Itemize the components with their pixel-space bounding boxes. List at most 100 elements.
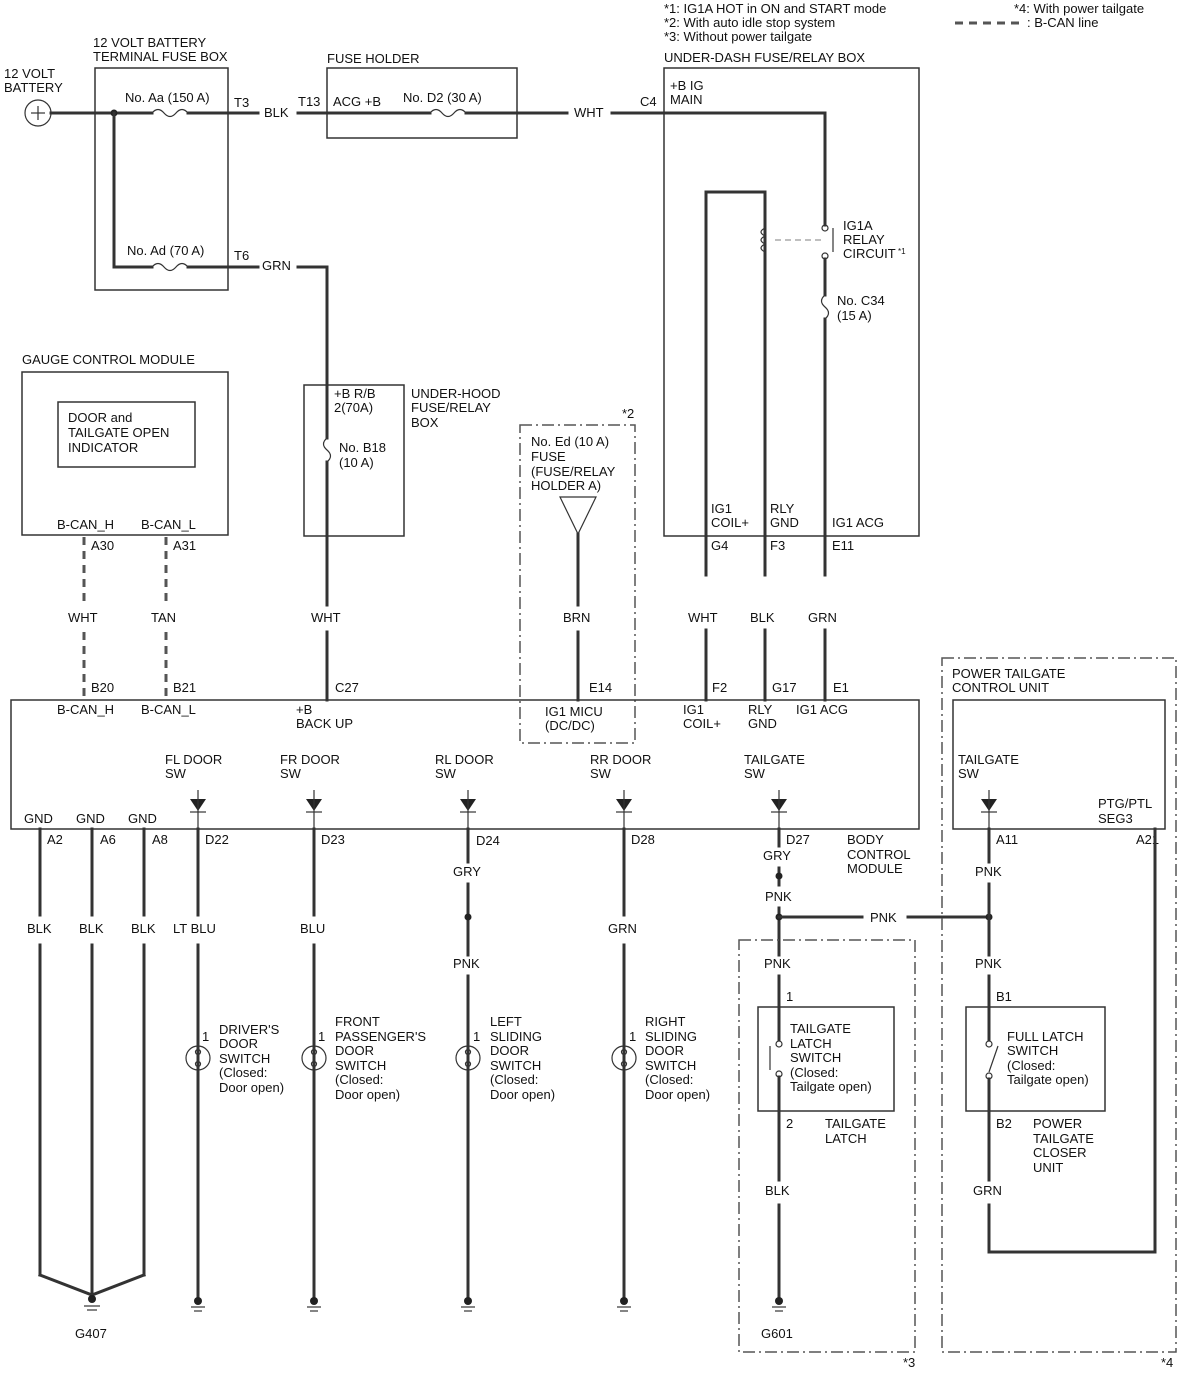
svg-text:DRIVER'S: DRIVER'S bbox=[219, 1022, 280, 1037]
wire-tan-bcanl: TAN bbox=[151, 610, 176, 625]
wire-wht-bcanh: WHT bbox=[68, 610, 98, 625]
svg-text:Door open): Door open) bbox=[219, 1080, 284, 1095]
pin-1-left-sliding: 1 bbox=[473, 1029, 480, 1044]
fuse-ed-label-2: FUSE bbox=[531, 449, 566, 464]
svg-text:LEFT: LEFT bbox=[490, 1014, 522, 1029]
wire-pnk-a11: PNK bbox=[975, 864, 1002, 879]
pin-a8: A8 bbox=[152, 832, 168, 847]
pin-1-front-pass: 1 bbox=[318, 1029, 325, 1044]
pin-1-driver: 1 bbox=[202, 1029, 209, 1044]
fuse-holder-box bbox=[326, 67, 518, 139]
bplus-ig-1: +B IG bbox=[670, 78, 704, 93]
svg-text:SWITCH: SWITCH bbox=[219, 1051, 270, 1066]
indicator-label-1: DOOR and bbox=[68, 410, 132, 425]
pin-t3: T3 bbox=[234, 95, 249, 110]
wire-gry-d27: GRY bbox=[763, 848, 791, 863]
ptg-tsw-1: TAILGATE bbox=[958, 752, 1019, 767]
svg-text:Door open): Door open) bbox=[645, 1087, 710, 1102]
wire-blk-a8: BLK bbox=[131, 921, 156, 936]
relay-label-3: CIRCUIT bbox=[843, 246, 896, 261]
wire-pnk-cross: PNK bbox=[870, 910, 897, 925]
battery-icon bbox=[24, 99, 52, 127]
relay-contact-icon bbox=[821, 224, 834, 260]
bcm-switch-input-icons bbox=[190, 790, 787, 829]
pin-a2: A2 bbox=[47, 832, 63, 847]
svg-text:DOOR: DOOR bbox=[219, 1036, 258, 1051]
battery-label-1: 12 VOLT bbox=[4, 66, 55, 81]
note-3: *3: Without power tailgate bbox=[664, 29, 812, 44]
bcm-name-2: CONTROL bbox=[847, 847, 911, 862]
battery-label-2: BATTERY bbox=[4, 80, 63, 95]
right-sliding-door-switch-icon bbox=[611, 1045, 637, 1071]
bcm-bcanh: B-CAN_H bbox=[57, 702, 114, 717]
wire-grn-label-2: GRN bbox=[808, 610, 837, 625]
left-sliding-door-switch-text: LEFT SLIDING DOOR SWITCH (Closed: Door o… bbox=[490, 1014, 555, 1102]
pin-a21: A21 bbox=[1136, 832, 1159, 847]
driver-door-switch-icon bbox=[185, 1045, 211, 1071]
fuse-aa-icon bbox=[151, 108, 189, 118]
svg-text:Door open): Door open) bbox=[490, 1087, 555, 1102]
bcm-gnd-1: GND bbox=[24, 811, 53, 826]
ptg-switch-input-icon bbox=[981, 790, 997, 829]
svg-text:TAILGATE: TAILGATE bbox=[790, 1021, 851, 1036]
fuse-c34-label-1: No. C34 bbox=[837, 293, 885, 308]
fuse-holder-acg: ACG +B bbox=[333, 94, 381, 109]
pin-1-right-sliding: 1 bbox=[629, 1029, 636, 1044]
left-sliding-door-switch-icon bbox=[455, 1045, 481, 1071]
fuse-b18-label-2: (10 A) bbox=[339, 455, 374, 470]
bcm-rr-2: SW bbox=[590, 766, 612, 781]
bcm-coil-1: IG1 bbox=[683, 702, 704, 717]
svg-text:(Closed:: (Closed: bbox=[645, 1072, 693, 1087]
body-control-module bbox=[10, 699, 920, 830]
svg-text:(Closed:: (Closed: bbox=[335, 1072, 383, 1087]
under-hood-title-2: FUSE/RELAY bbox=[411, 400, 491, 415]
svg-text:FRONT: FRONT bbox=[335, 1014, 380, 1029]
ig1-coil-label-1: IG1 bbox=[711, 501, 732, 516]
right-sliding-door-switch-text: RIGHT SLIDING DOOR SWITCH (Closed: Door … bbox=[645, 1014, 710, 1102]
bplus-ig-2: MAIN bbox=[670, 92, 703, 107]
closer-pin-b2: B2 bbox=[996, 1116, 1012, 1131]
svg-text:SWITCH: SWITCH bbox=[335, 1058, 386, 1073]
latch-name-2: LATCH bbox=[825, 1131, 867, 1146]
pin-a31: A31 bbox=[173, 538, 196, 553]
pin-f3: F3 bbox=[770, 538, 785, 553]
pin-a11: A11 bbox=[996, 832, 1018, 847]
bplus-rb-2: 2(70A) bbox=[334, 400, 373, 415]
full-latch-switch-box bbox=[965, 1006, 1106, 1112]
svg-text:SWITCH: SWITCH bbox=[790, 1050, 841, 1065]
bcm-tg-1: TAILGATE bbox=[744, 752, 805, 767]
svg-text:DOOR: DOOR bbox=[335, 1043, 374, 1058]
svg-text:(Closed:: (Closed: bbox=[1007, 1058, 1055, 1073]
under-dash-title: UNDER-DASH FUSE/RELAY BOX bbox=[664, 50, 865, 65]
ground-g601-icon bbox=[772, 1297, 786, 1312]
svg-text:PASSENGER'S: PASSENGER'S bbox=[335, 1029, 426, 1044]
relay-sup: *1 bbox=[898, 247, 906, 256]
fuse-d2-icon bbox=[429, 108, 467, 118]
wire-pnk-latch: PNK bbox=[764, 956, 791, 971]
wire-wht-label-2: WHT bbox=[311, 610, 341, 625]
pin-d27: D27 bbox=[786, 832, 810, 847]
rly-gnd-label-2: GND bbox=[770, 515, 799, 530]
wire-blk-a2: BLK bbox=[27, 921, 52, 936]
svg-text:Tailgate open): Tailgate open) bbox=[790, 1079, 872, 1094]
closer-pin-b1: B1 bbox=[996, 989, 1012, 1004]
fuse-ed-sup: *2 bbox=[622, 406, 634, 421]
ptg-title-2: CONTROL UNIT bbox=[952, 680, 1049, 695]
indicator-label-2: TAILGATE OPEN bbox=[68, 425, 169, 440]
wire-pnk-d27: PNK bbox=[765, 889, 792, 904]
svg-text:(Closed:: (Closed: bbox=[790, 1065, 838, 1080]
ig1-acg-label: IG1 ACG bbox=[832, 515, 884, 530]
bcm-backup-1: +B bbox=[296, 702, 312, 717]
note-1: *1: IG1A HOT in ON and START mode bbox=[664, 1, 886, 16]
tailgate-latch-switch-text: TAILGATE LATCH SWITCH (Closed: Tailgate … bbox=[790, 1021, 872, 1094]
bcm-coil-2: COIL+ bbox=[683, 716, 721, 731]
wire-blu-label: BLU bbox=[300, 921, 325, 936]
fuse-aa-label: No. Aa (150 A) bbox=[125, 90, 210, 105]
front-passenger-door-switch-text: FRONT PASSENGER'S DOOR SWITCH (Closed: D… bbox=[335, 1014, 426, 1102]
wire-blk-label: BLK bbox=[264, 105, 289, 120]
svg-text:DOOR: DOOR bbox=[645, 1043, 684, 1058]
bcm-tg-2: SW bbox=[744, 766, 766, 781]
relay-coil-icon bbox=[760, 227, 767, 253]
note-4: *4: With power tailgate bbox=[1014, 1, 1144, 16]
ground-g407-label: G407 bbox=[75, 1326, 107, 1341]
